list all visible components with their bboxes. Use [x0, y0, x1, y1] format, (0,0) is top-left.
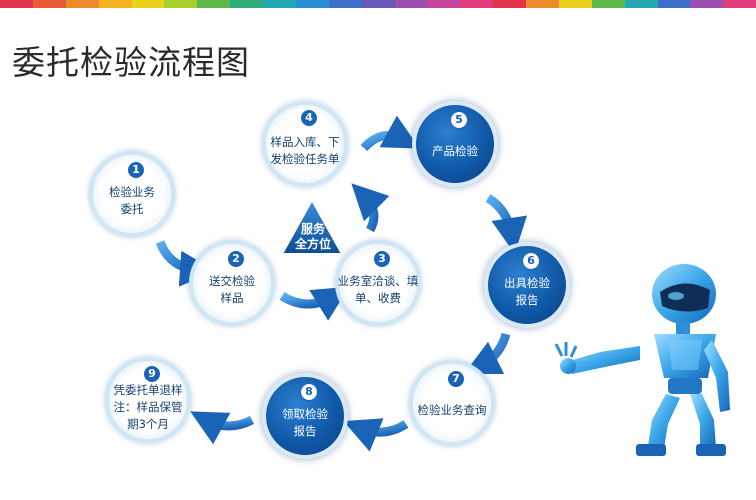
service-label: 服务 全方位 [294, 222, 331, 251]
strip-segment [0, 0, 33, 8]
step-label: 产品检验 [432, 143, 478, 158]
robot-illustration [554, 264, 730, 456]
step-number-badge: 5 [450, 111, 468, 129]
strip-segment [197, 0, 231, 8]
arrow-8-9 [190, 411, 255, 445]
step-label: 检验业务 委托 [109, 185, 155, 216]
step-node-8: 8 领取检验 报告 [262, 373, 348, 459]
strip-segment [164, 0, 198, 8]
strip-segment [690, 0, 724, 8]
strip-segment [230, 0, 263, 8]
strip-segment [361, 0, 395, 8]
strip-segment [558, 0, 592, 8]
step-node-4: 4 样品入库、下 发检验任务单 [262, 101, 348, 187]
strip-segment [98, 0, 132, 8]
step-number-badge: 7 [447, 370, 465, 388]
step-node-3: 3 业务室洽谈、填 单、收费 [335, 240, 421, 326]
page-title: 委托检验流程图 [12, 43, 250, 82]
strip-segment [328, 0, 362, 8]
step-label: 业务室洽谈、填 单、收费 [337, 274, 419, 305]
color-strip [0, 0, 756, 8]
step-label: 样品入库、下 发检验任务单 [270, 135, 340, 166]
step-label: 检验业务查询 [417, 402, 487, 417]
strip-segment [427, 0, 461, 8]
strip-segment [723, 0, 756, 8]
strip-segment [526, 0, 559, 8]
step-node-5: 5 产品检验 [412, 101, 498, 187]
strip-segment [460, 0, 494, 8]
arrow-2-3 [279, 286, 350, 321]
step-node-1: 1 检验业务 委托 [89, 151, 175, 237]
strip-segment [493, 0, 526, 8]
step-node-6: 6 出具检验 报告 [484, 242, 570, 328]
strip-segment [657, 0, 691, 8]
step-number-badge: 2 [227, 250, 245, 268]
arrow-3-4 [351, 183, 390, 233]
strip-segment [624, 0, 658, 8]
step-number-badge: 8 [300, 383, 318, 401]
strip-segment [65, 0, 99, 8]
step-number-badge: 4 [300, 109, 318, 127]
step-label: 送交检验 样品 [209, 274, 255, 305]
strip-segment [394, 0, 428, 8]
strip-segment [263, 0, 296, 8]
arrow-6-7 [463, 332, 511, 375]
step-number-badge: 1 [127, 161, 145, 179]
step-label: 领取检验 报告 [282, 407, 328, 438]
step-number-badge: 3 [373, 250, 391, 268]
arrow-4-5 [360, 115, 420, 152]
step-label: 出具检验 报告 [504, 276, 550, 307]
arrow-5-6 [485, 194, 528, 254]
step-label: 凭委托单退样 注：样品保管 期3个月 [113, 382, 183, 431]
strip-segment [32, 0, 66, 8]
step-number-badge: 6 [522, 252, 540, 270]
step-node-2: 2 送交检验 样品 [189, 240, 275, 326]
step-node-7: 7 检验业务查询 [409, 360, 495, 446]
arrow-7-8 [343, 418, 409, 452]
strip-segment [295, 0, 329, 8]
strip-segment [591, 0, 625, 8]
strip-segment [131, 0, 165, 8]
service-triangle [280, 197, 344, 255]
step-number-badge: 9 [143, 365, 161, 383]
